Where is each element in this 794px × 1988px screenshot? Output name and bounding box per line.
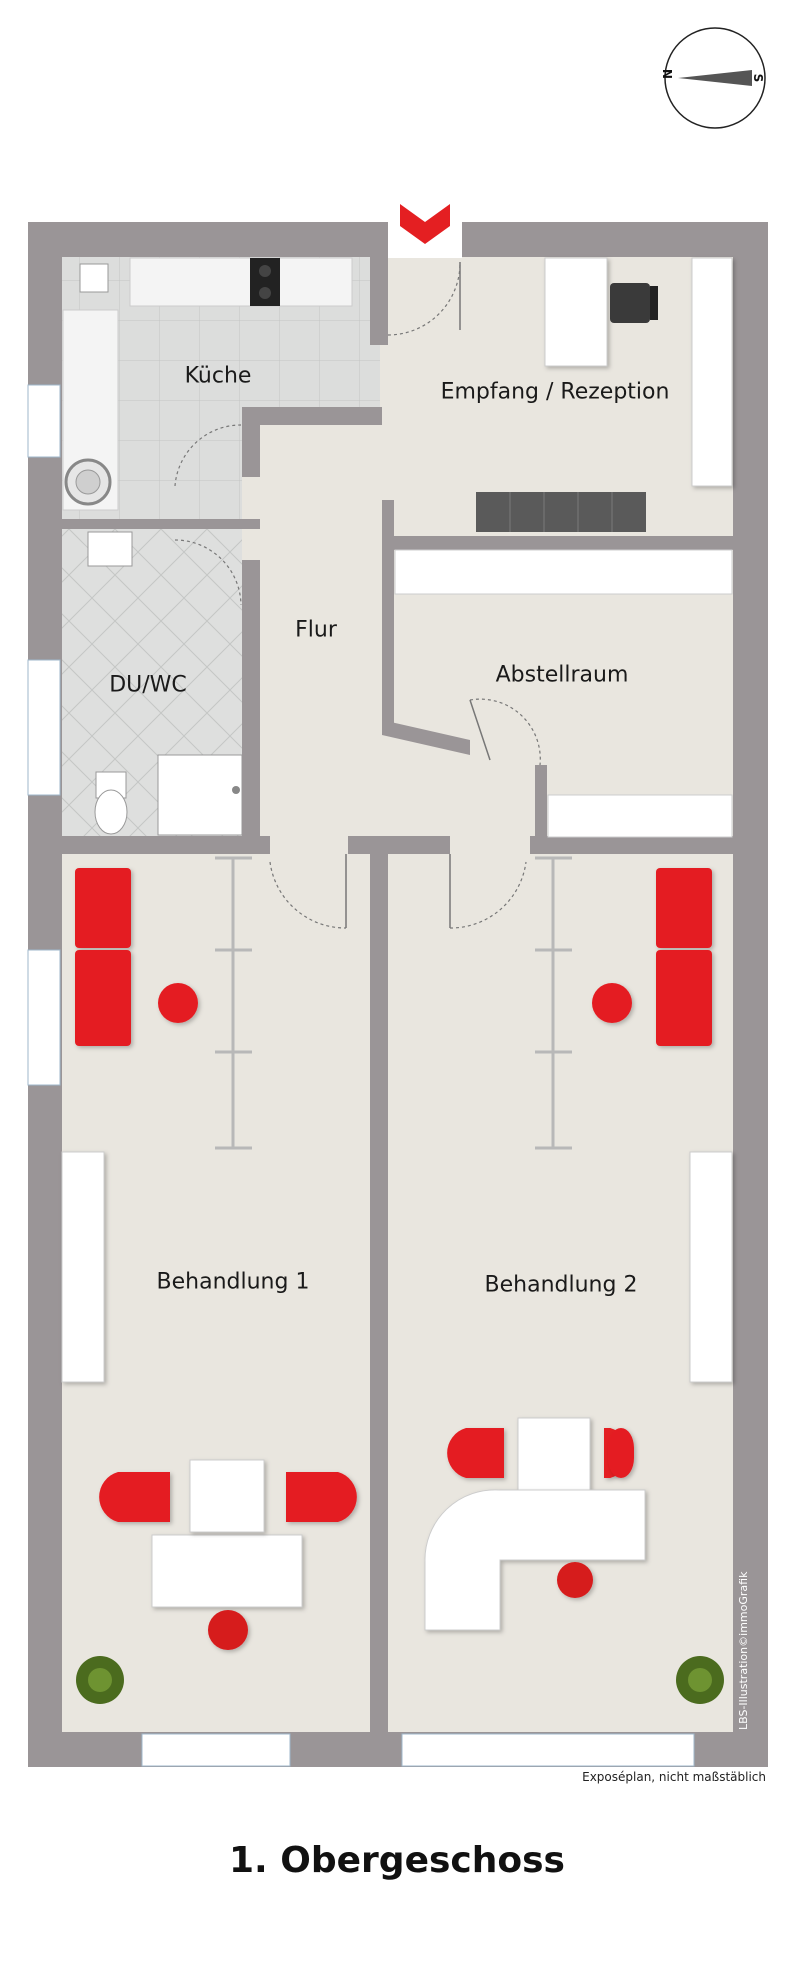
treatment-couch-2 bbox=[656, 868, 712, 1046]
treatment-couch-1 bbox=[75, 868, 131, 1046]
plant-icon bbox=[76, 1656, 124, 1704]
window-left-3 bbox=[27, 949, 61, 1086]
compass-north: N bbox=[661, 69, 675, 79]
window-left-2 bbox=[27, 659, 61, 796]
interior-walls bbox=[62, 225, 733, 1732]
armchair-2b-seat bbox=[608, 1428, 634, 1478]
image-credit: LBS-Illustration©immoGrafik bbox=[737, 1571, 750, 1730]
chair-icon bbox=[610, 283, 658, 323]
room-label-duwc: DU/WC bbox=[109, 672, 187, 698]
armchair-1a bbox=[99, 1472, 170, 1522]
office-chair-2 bbox=[557, 1562, 593, 1598]
shower-icon bbox=[157, 754, 243, 836]
room-label-flur: Flur bbox=[295, 617, 337, 643]
compass-icon: N S bbox=[661, 27, 766, 129]
desk-1-top bbox=[189, 1459, 265, 1533]
door-leaves bbox=[345, 262, 491, 928]
window-left-1 bbox=[27, 384, 61, 458]
door-swings bbox=[174, 261, 541, 929]
curtain-rail-1 bbox=[215, 856, 252, 1150]
shelf-2 bbox=[689, 1151, 733, 1383]
desk-1 bbox=[151, 1534, 303, 1608]
wash-basin bbox=[87, 531, 133, 567]
stove-icon bbox=[250, 258, 280, 306]
room-label-behandlung1: Behandlung 1 bbox=[156, 1269, 310, 1295]
reception-desk bbox=[544, 257, 608, 367]
window-bottom-1 bbox=[141, 1733, 291, 1767]
storage-shelf-bottom bbox=[547, 794, 733, 838]
room-label-empfang: Empfang / Rezeption bbox=[440, 379, 670, 405]
stool-1 bbox=[158, 983, 198, 1023]
shelf-1 bbox=[61, 1151, 105, 1383]
desk-2-top bbox=[517, 1417, 591, 1491]
curtain-rail-2 bbox=[535, 856, 572, 1150]
kitchen-counter-top bbox=[129, 257, 353, 307]
armchair-2a bbox=[447, 1428, 504, 1478]
plan-note: Exposéplan, nicht maßstäblich bbox=[582, 1770, 766, 1784]
room-label-behandlung2: Behandlung 2 bbox=[484, 1272, 638, 1298]
toilet-icon bbox=[94, 771, 128, 835]
desk-2 bbox=[424, 1489, 646, 1631]
storage-shelf-top bbox=[394, 549, 733, 595]
office-chair-1 bbox=[208, 1610, 248, 1650]
sink-icon bbox=[64, 458, 112, 506]
waiting-bench bbox=[476, 492, 646, 532]
room-label-kueche: Küche bbox=[184, 363, 252, 389]
fridge bbox=[79, 263, 109, 293]
entrance-arrow-icon bbox=[400, 204, 450, 244]
armchair-1b bbox=[286, 1472, 357, 1522]
floor-title: 1. Obergeschoss bbox=[229, 1840, 565, 1881]
plant-icon bbox=[676, 1656, 724, 1704]
stool-2 bbox=[592, 983, 632, 1023]
compass-south: S bbox=[751, 74, 765, 83]
window-bottom-2 bbox=[401, 1733, 695, 1767]
room-label-abstellraum: Abstellraum bbox=[495, 662, 629, 688]
reception-shelf bbox=[691, 257, 733, 487]
